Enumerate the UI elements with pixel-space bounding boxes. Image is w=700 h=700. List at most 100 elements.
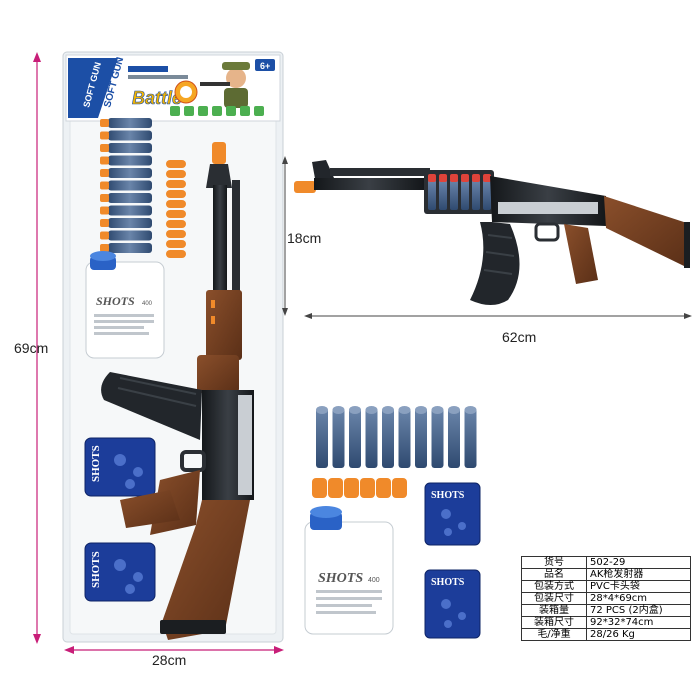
- dart-tip-icon: [166, 220, 186, 228]
- dart-icon: [100, 230, 152, 241]
- card-bottle-label: SHOTS: [96, 294, 135, 308]
- loose-bottle-label: SHOTS: [318, 571, 363, 586]
- dart-icon: [100, 118, 152, 128]
- dart-icon: [100, 130, 152, 141]
- dart-tip-icon: [166, 160, 186, 168]
- age-badge-text: 6+: [260, 61, 270, 71]
- card-pouch-label-2: SHOTS: [90, 551, 102, 588]
- spec-value: PVC卡头袋: [586, 580, 691, 593]
- dart-icon: [450, 174, 458, 210]
- spec-value: 28*4*69cm: [586, 592, 691, 605]
- dart-icon: [100, 243, 152, 253]
- dart-tip-icon: [312, 478, 327, 498]
- dart-icon: [100, 218, 152, 228]
- card-pouch-label: SHOTS: [90, 445, 102, 482]
- gel-pouch-icon: SHOTS: [424, 569, 481, 639]
- dart-tip-icon: [166, 210, 186, 218]
- spec-value: 28/26 Kg: [586, 628, 691, 641]
- loose-dart-row: [316, 406, 477, 468]
- header-blue-band: [68, 58, 118, 118]
- dart-tip-icon: [376, 478, 391, 498]
- spec-key: 毛/净重: [521, 628, 587, 641]
- dart-tip-icon: [166, 180, 186, 188]
- spec-key: 包装尺寸: [521, 592, 587, 605]
- loose-pouch-label-2: SHOTS: [431, 577, 465, 588]
- dart-icon: [431, 406, 444, 468]
- dart-icon: [100, 205, 152, 216]
- rifle-sleeve-darts: [428, 174, 491, 210]
- orange-circle-badge: [174, 80, 198, 104]
- gel-pouch-icon: SHOTS: [84, 542, 156, 602]
- gel-bead-bottle-icon: SHOTS 400: [85, 251, 165, 359]
- gun-length-dimension-line: [304, 313, 692, 319]
- toy-rifle-icon: [101, 142, 254, 640]
- loose-bottle-number: 400: [368, 577, 380, 584]
- dart-tip-icon: [166, 200, 186, 208]
- card-bottle-number: 400: [142, 301, 153, 307]
- gun-height-dimension-label: 18cm: [287, 230, 322, 246]
- spec-key: 装箱尺寸: [521, 616, 587, 629]
- spec-value: 92*32*74cm: [586, 616, 691, 629]
- spec-key: 品名: [521, 568, 587, 581]
- dart-icon: [332, 406, 345, 468]
- card-dart-stack: [100, 118, 152, 253]
- dart-icon: [461, 174, 469, 210]
- dart-icon: [415, 406, 427, 468]
- dart-tip-icon: [166, 240, 186, 248]
- dart-icon: [100, 180, 152, 191]
- age-badge: [255, 59, 275, 71]
- dart-tip-icon: [166, 190, 186, 198]
- dart-icon: [316, 406, 328, 468]
- card-header: SOFT GUN SOFT GUN Battle 6+: [65, 54, 281, 122]
- width-dimension-label: 28cm: [152, 652, 187, 668]
- dart-tip-icon: [360, 478, 375, 498]
- gel-bead-bottle-icon: SHOTS 400: [304, 506, 394, 635]
- width-dimension-line: [64, 646, 284, 654]
- spec-key: 货号: [521, 556, 587, 569]
- spec-key: 装箱量: [521, 604, 587, 617]
- loose-pouch-label: SHOTS: [431, 490, 465, 501]
- spec-key: 包装方式: [521, 580, 587, 593]
- spec-value: AK枪发射器: [586, 568, 691, 581]
- header-stripe: [128, 66, 168, 72]
- dart-icon: [428, 174, 436, 210]
- dart-icon: [100, 168, 152, 178]
- dart-icon: [448, 406, 460, 468]
- gun-height-dimension-line: [282, 156, 288, 316]
- height-dimension-line: [33, 52, 41, 644]
- dart-icon: [382, 406, 394, 468]
- card-orange-tips: [166, 160, 186, 258]
- gun-length-dimension-label: 62cm: [502, 329, 537, 345]
- gel-pouch-icon: SHOTS: [84, 437, 156, 497]
- dart-icon: [349, 406, 361, 468]
- dart-tip-icon: [166, 230, 186, 238]
- dart-icon: [472, 174, 480, 210]
- dart-icon: [100, 155, 152, 166]
- dart-icon: [483, 174, 491, 210]
- dart-icon: [100, 193, 152, 203]
- gel-pouch-icon: SHOTS: [424, 482, 481, 546]
- dart-tip-icon: [328, 478, 343, 498]
- spec-value: 72 PCS (2内盒): [586, 604, 691, 617]
- header-stripe: [128, 75, 188, 79]
- dart-tip-icon: [392, 478, 407, 498]
- hunter-icon: [200, 62, 250, 108]
- dart-tip-icon: [166, 170, 186, 178]
- dart-icon: [100, 143, 152, 153]
- dart-tip-icon: [166, 250, 186, 258]
- feature-icons-row: [170, 106, 264, 116]
- brand-logo-text: Battle: [132, 88, 182, 108]
- dart-icon: [398, 406, 411, 468]
- loose-orange-tips: [312, 478, 407, 498]
- dart-icon: [365, 406, 378, 468]
- toy-rifle-icon: [294, 160, 690, 305]
- height-dimension-label: 69cm: [14, 340, 49, 356]
